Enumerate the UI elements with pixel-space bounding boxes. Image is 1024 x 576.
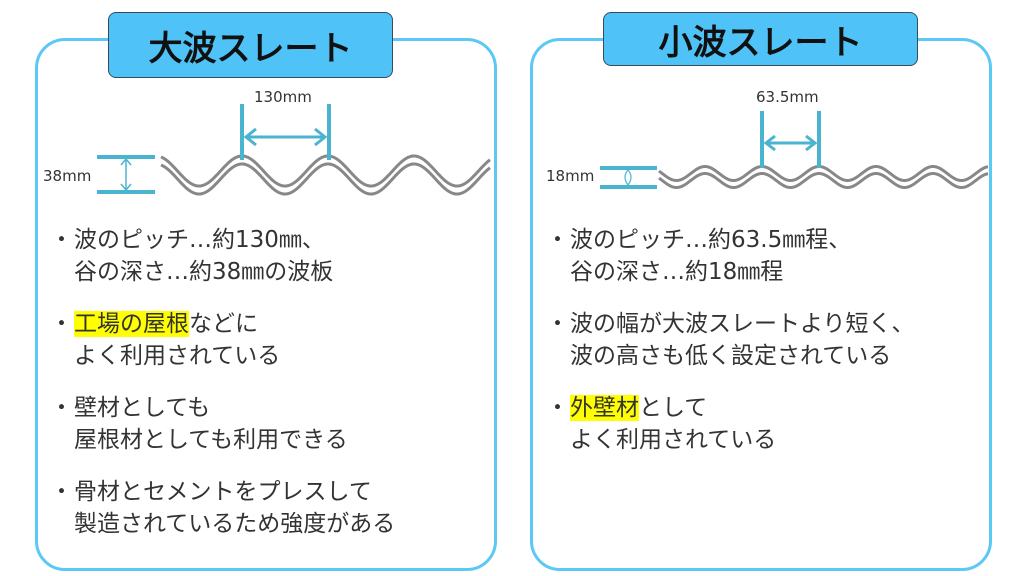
bullet: ・ [50, 395, 73, 421]
small-pitch-label: 63.5mm [756, 88, 819, 106]
wave-line [658, 171, 989, 189]
wave-line [160, 162, 491, 196]
small-dimension-lines [600, 111, 821, 189]
bullet-text: よく利用されている [570, 427, 777, 453]
large-wave-panel [35, 38, 497, 571]
highlight-text: 工場の屋根 [74, 311, 189, 337]
bullet-text: 波の幅が大波スレートより短く、 [570, 311, 915, 337]
bullet-text: よく利用されている [74, 343, 281, 369]
bullet-text: として [639, 395, 708, 421]
bullet-text: 骨材とセメントをプレスして [74, 479, 372, 505]
bullet-text: 壁材としても [74, 395, 211, 421]
list-item: ・工場の屋根などによく利用されている [50, 308, 395, 372]
bullet-text: 波の高さも低く設定されている [570, 343, 892, 369]
large-wave-title: 大波スレート [108, 12, 393, 78]
bullet: ・ [546, 227, 569, 253]
bullet-text: 波のピッチ…約63.5㎜程、 [570, 227, 852, 253]
wave-line [658, 164, 989, 182]
bullet: ・ [50, 311, 73, 337]
bullet: ・ [546, 311, 569, 337]
bullet-text: 屋根材としても利用できる [74, 427, 348, 453]
large-pitch-label: 130mm [254, 88, 312, 106]
small-wave-shape [658, 164, 989, 189]
list-item: ・波の幅が大波スレートより短く、波の高さも低く設定されている [546, 308, 915, 372]
large-depth-label: 38mm [43, 167, 92, 185]
small-wave-title: 小波スレート [603, 12, 918, 66]
large-wave-bullets: ・波のピッチ…約130㎜、谷の深さ…約38㎜の波板 ・工場の屋根などによく利用さ… [50, 224, 395, 560]
small-depth-label: 18mm [546, 167, 595, 185]
bullet-text: 谷の深さ…約18㎜程 [570, 259, 784, 285]
list-item: ・外壁材としてよく利用されている [546, 392, 915, 456]
bullet-text: 製造されているため強度がある [74, 511, 396, 537]
list-item: ・波のピッチ…約63.5㎜程、谷の深さ…約18㎜程 [546, 224, 915, 288]
bullet-text: 谷の深さ…約38㎜の波板 [74, 259, 334, 285]
wave-line [160, 154, 491, 188]
bullet-text: 波のピッチ…約130㎜、 [74, 227, 325, 253]
bullet-text: などに [189, 311, 258, 337]
small-wave-bullets: ・波のピッチ…約63.5㎜程、谷の深さ…約18㎜程 ・波の幅が大波スレートより短… [546, 224, 915, 476]
bullet: ・ [50, 227, 73, 253]
bullet: ・ [50, 479, 73, 505]
bullet: ・ [546, 395, 569, 421]
list-item: ・波のピッチ…約130㎜、谷の深さ…約38㎜の波板 [50, 224, 395, 288]
list-item: ・壁材としても屋根材としても利用できる [50, 392, 395, 456]
large-wave-shape [160, 154, 491, 196]
highlight-text: 外壁材 [570, 395, 639, 421]
large-dimension-lines [97, 104, 331, 194]
list-item: ・骨材とセメントをプレスして製造されているため強度がある [50, 476, 395, 540]
